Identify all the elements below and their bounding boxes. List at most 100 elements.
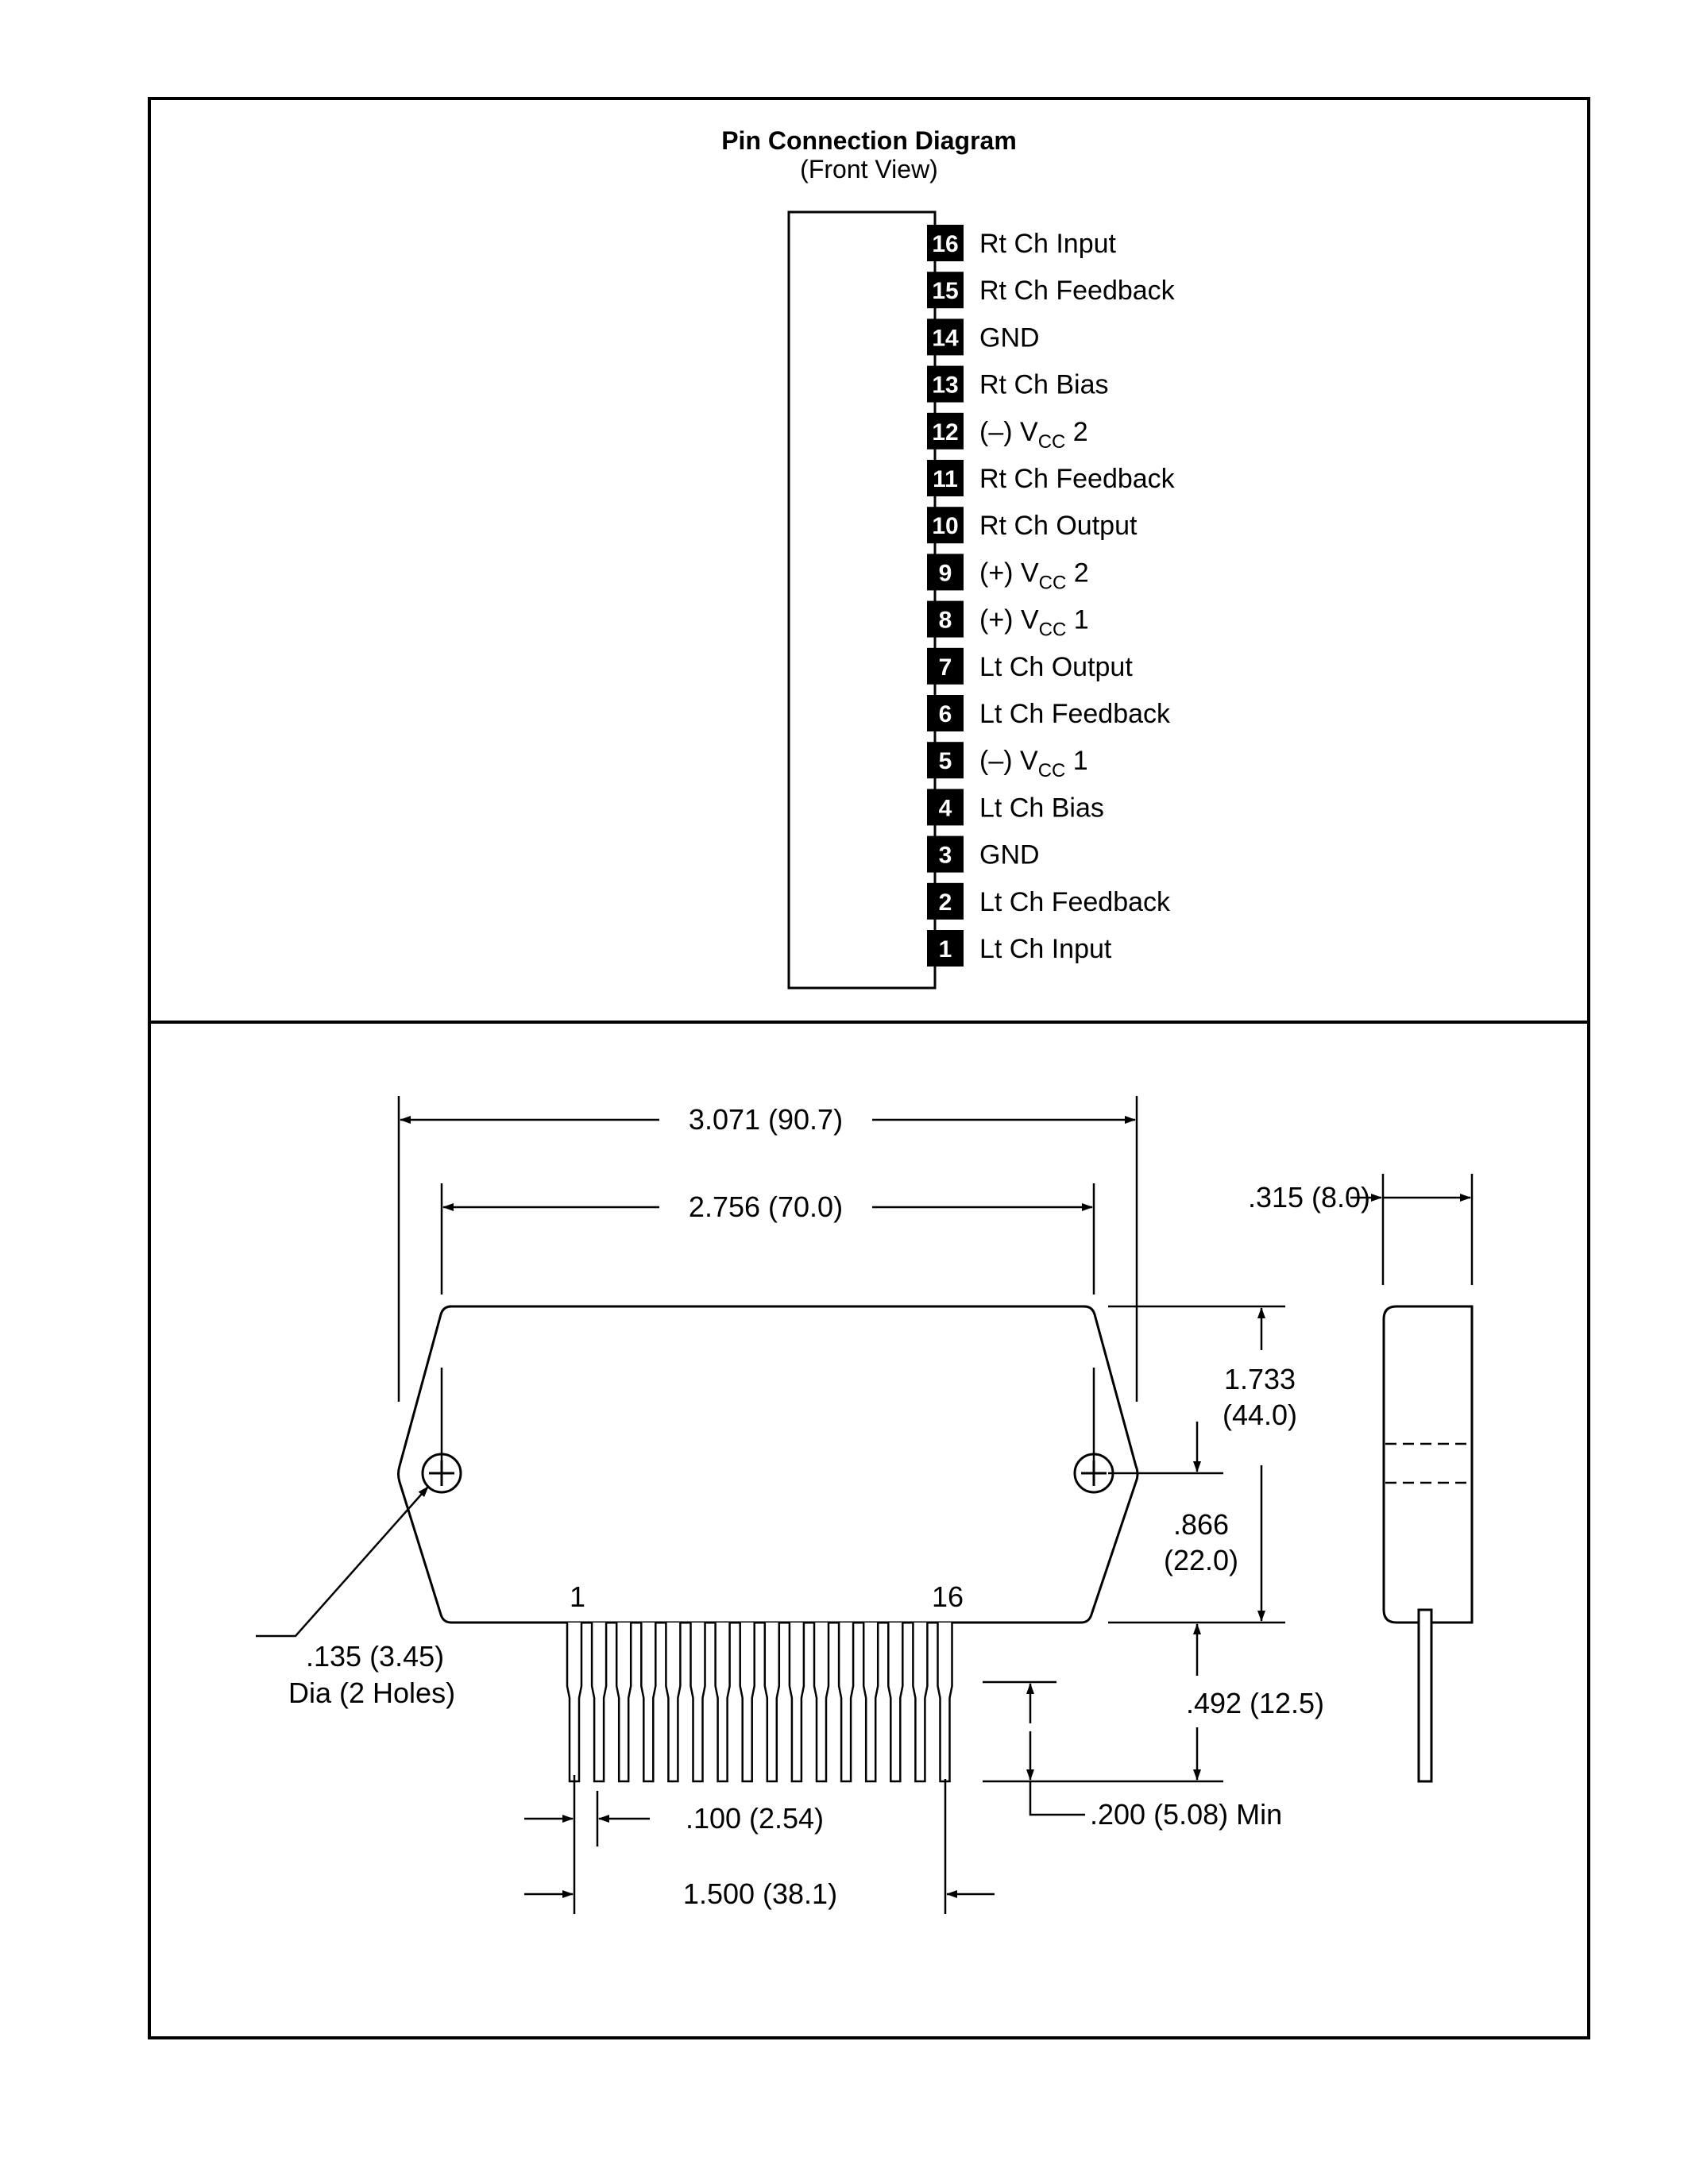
dim-thickness: .315 (8.0): [1248, 1174, 1474, 1285]
pin-number: 4: [939, 795, 952, 821]
pin-name: Rt Ch Feedback: [979, 276, 1176, 306]
pin-number-box: [927, 742, 964, 779]
side-view-body: [1382, 1305, 1474, 1624]
pin-number: 10: [932, 513, 958, 539]
pin-row: 10 Rt Ch Output: [927, 507, 1138, 544]
pin-number-box: [927, 600, 964, 638]
pin-number-box: [927, 695, 964, 731]
lead-pin: [937, 1623, 953, 1783]
pin-row: 15 Rt Ch Feedback: [927, 272, 1176, 309]
pin-row: 13 Rt Ch Bias: [927, 365, 1109, 403]
pin-number: 7: [939, 654, 952, 681]
pin-number: 13: [932, 372, 958, 399]
pin-row: 16 Rt Ch Input: [927, 225, 1117, 261]
lead-pin: [590, 1623, 608, 1783]
lead-pin: [566, 1623, 583, 1783]
pin-name: GND: [979, 840, 1040, 870]
pin-number: 15: [932, 278, 958, 304]
pin-number-box: [927, 365, 964, 403]
pin-name: Rt Ch Output: [979, 511, 1138, 541]
dim-lead-min-label: .200 (5.08) Min: [1090, 1798, 1282, 1831]
pin-name: (+) VCC 1: [979, 605, 1089, 641]
pin-name: GND: [979, 322, 1040, 353]
pin-number-box: [927, 225, 964, 261]
pin-diagram-title: Pin Connection Diagram: [721, 126, 1017, 155]
dim-hole-diameter-label-1: .135 (3.45): [306, 1640, 444, 1673]
pin-row: 7 Lt Ch Output: [927, 647, 1133, 685]
pin-number-box: [927, 930, 964, 967]
pin-number-box: [927, 318, 964, 356]
pin-row: 11 Rt Ch Feedback: [927, 460, 1176, 496]
pin-number: 16: [932, 231, 958, 257]
dim-hole-height-label-1: .866: [1173, 1508, 1229, 1541]
pin-row: 5(–) VCC 1: [927, 742, 1088, 781]
lead-pin: [788, 1623, 805, 1783]
pin-number: 9: [939, 560, 952, 586]
pin-row: 4 Lt Ch Bias: [927, 789, 1104, 826]
pin-number: 11: [933, 466, 958, 492]
pin-name: (+) VCC 2: [979, 558, 1089, 593]
lead-pin: [887, 1623, 904, 1783]
lead-pin: [665, 1623, 682, 1783]
dim-hole-diameter-label-2: Dia (2 Holes): [288, 1677, 455, 1709]
pin-number: 3: [939, 843, 952, 869]
lead-pin: [640, 1623, 657, 1783]
dim-body-height-label-1: 1.733: [1224, 1363, 1296, 1395]
pin-row: 2 Lt Ch Feedback: [927, 882, 1171, 920]
dim-hole-height-label-2: (22.0): [1164, 1544, 1238, 1576]
lead-pin: [689, 1623, 706, 1783]
pin-number: 6: [939, 701, 952, 727]
pin-number: 8: [939, 608, 952, 634]
pin-row: 3 GND: [927, 835, 1040, 873]
pin-name: Rt Ch Bias: [979, 370, 1109, 400]
package-body-front-view: [787, 210, 937, 990]
dim-pin-pitch-label: .100 (2.54): [686, 1802, 824, 1835]
pin-row: 9 (+) VCC 2: [927, 554, 1089, 593]
pin-number-box: [927, 460, 964, 496]
pin-number-box: [927, 272, 964, 309]
lead-pin: [912, 1623, 929, 1783]
dim-thickness-label: .315 (8.0): [1248, 1181, 1370, 1214]
pin-1-label: 1: [570, 1580, 585, 1613]
dim-hole-diameter: .135 (3.45) Dia (2 Holes): [256, 1486, 455, 1709]
side-view: [1382, 1305, 1474, 1783]
package-outline-drawing: 1 16 3.071 (90.7) 2.756 (70.0) 1.733: [256, 1096, 1474, 1914]
pin-name: Lt Ch Output: [979, 652, 1133, 682]
pin-number-box: [927, 647, 964, 685]
pin-number-box: [927, 507, 964, 544]
pin-number-box: [927, 789, 964, 826]
pin-number-box: [927, 554, 964, 591]
package-body-outline: [397, 1305, 1139, 1624]
dim-hole-spacing: 2.756 (70.0): [440, 1183, 1095, 1461]
pin-name: (–) VCC 1: [979, 746, 1088, 781]
pin-name: Rt Ch Feedback: [979, 464, 1176, 494]
pin-number: 12: [932, 419, 958, 446]
pin-name: Lt Ch Feedback: [979, 699, 1171, 729]
pin-row: 8 (+) VCC 1: [927, 600, 1089, 641]
pin-number: 14: [932, 325, 959, 351]
lead-pin: [813, 1623, 830, 1783]
dim-pin-span-label: 1.500 (38.1): [683, 1877, 837, 1910]
pin-number: 2: [939, 889, 952, 916]
dim-body-height: 1.733 (44.0): [1108, 1305, 1297, 1624]
pin-number: 1: [939, 936, 952, 963]
pin-number-box: [927, 882, 964, 920]
dim-lead-min: .200 (5.08) Min: [983, 1680, 1282, 1831]
pin-name: Rt Ch Input: [979, 229, 1117, 259]
pin-name: Lt Ch Feedback: [979, 887, 1171, 917]
pin-number-box: [927, 412, 964, 450]
outer-frame: [148, 97, 1590, 2039]
side-view-lead: [1417, 1608, 1433, 1783]
lead-pin: [615, 1623, 632, 1783]
pin-name: Lt Ch Bias: [979, 793, 1104, 823]
lead-pin: [862, 1623, 879, 1783]
pin-name: (–) VCC 2: [979, 417, 1088, 453]
lead-pin: [837, 1623, 855, 1783]
dim-hole-height: .866 (22.0): [1108, 1422, 1238, 1576]
dim-pin-pitch: .100 (2.54): [524, 1775, 824, 1914]
leads: [566, 1623, 953, 1783]
dim-overall-width-label: 3.071 (90.7): [689, 1103, 843, 1136]
